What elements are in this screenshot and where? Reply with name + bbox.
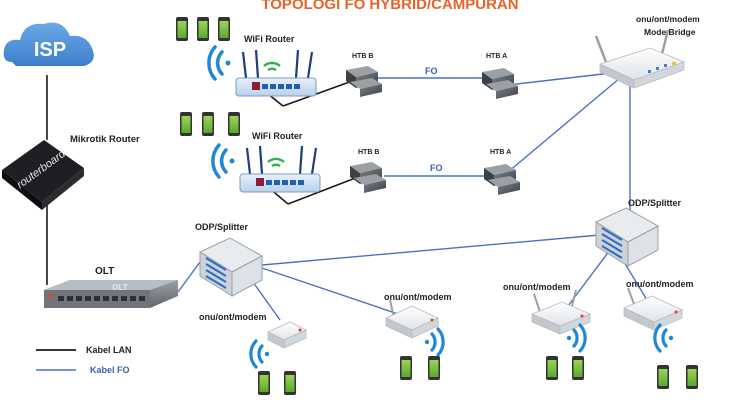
odp-splitter-icon xyxy=(594,207,660,267)
isp-label: ISP xyxy=(34,39,66,61)
wifi-router-icon xyxy=(235,49,317,97)
onu-2-label: onu/ont/modem xyxy=(384,292,452,302)
onu-1-label: onu/ont/modem xyxy=(199,312,267,322)
wifi-signal-icon xyxy=(249,339,270,369)
wifi-signal-icon xyxy=(211,143,235,179)
odp-left-label: ODP/Splitter xyxy=(195,222,249,232)
wifi-signal-icon xyxy=(566,323,587,353)
onu-modem-icon xyxy=(267,321,307,349)
wifi-signal-icon xyxy=(653,323,674,353)
smartphone-icon xyxy=(197,17,209,41)
wifi-router-2-label: WiFi Router xyxy=(252,131,303,141)
odp-splitter-icon xyxy=(198,237,264,297)
legend: Kabel LAN Kabel FO xyxy=(36,345,132,375)
smartphone-icon xyxy=(180,112,192,136)
smartphone-icon xyxy=(546,356,558,380)
mikrotik-router-icon: routerboard xyxy=(2,140,84,210)
phone-group-2 xyxy=(180,112,240,136)
fo-1-label: FO xyxy=(425,66,438,76)
smartphone-icon xyxy=(400,356,412,380)
smartphone-icon xyxy=(218,17,230,41)
smartphone-icon xyxy=(202,112,214,136)
onu-bridge-label-line2: Mode Bridge xyxy=(644,27,696,37)
phone-group-1 xyxy=(176,17,230,41)
smartphone-icon xyxy=(228,112,240,136)
smartphone-icon xyxy=(258,371,270,395)
smartphone-icon xyxy=(428,356,440,380)
smartphone-icon xyxy=(686,365,698,389)
fo-cables xyxy=(177,71,651,321)
odp-right-label: ODP/Splitter xyxy=(628,198,682,208)
onu-4-label: onu/ont/modem xyxy=(626,279,694,289)
phone-group-6 xyxy=(657,365,698,389)
htb-a-1-label: HTB A xyxy=(486,53,507,60)
onu-bridge-label-line1: onu/ont/modem xyxy=(636,14,700,24)
htb-b-1-label: HTB B xyxy=(352,53,373,60)
onu-3-label: onu/ont/modem xyxy=(503,282,571,292)
phone-group-4 xyxy=(400,356,440,380)
smartphone-icon xyxy=(176,17,188,41)
wifi-router-1-label: WiFi Router xyxy=(244,34,295,44)
page-title: TOPOLOGI FO HYBRID/CAMPURAN xyxy=(261,0,518,13)
smartphone-icon xyxy=(657,365,669,389)
onu-modem-icon xyxy=(385,299,439,339)
olt-device-text: OLT xyxy=(112,283,128,292)
onu-modem-icon xyxy=(623,287,683,331)
onu-modem-icon xyxy=(530,289,592,335)
wifi-signal-icon xyxy=(207,45,231,81)
wifi-signal-icon xyxy=(424,327,445,357)
phone-group-5 xyxy=(546,356,584,380)
htb-a-2-label: HTB A xyxy=(490,149,511,156)
fo-2-label: FO xyxy=(430,163,443,173)
htb-b-2-label: HTB B xyxy=(358,149,379,156)
wifi-router-icon xyxy=(239,145,321,193)
mikrotik-label: Mikrotik Router xyxy=(70,134,140,145)
smartphone-icon xyxy=(572,356,584,380)
cloud-icon: ISP xyxy=(3,22,94,66)
media-converter-icon xyxy=(484,164,520,195)
onu-modem-icon xyxy=(594,29,686,89)
legend-fo-label: Kabel FO xyxy=(90,365,130,375)
legend-lan-label: Kabel LAN xyxy=(86,345,132,355)
media-converter-icon xyxy=(346,66,382,97)
phone-group-3 xyxy=(258,371,296,395)
olt-label: OLT xyxy=(95,266,114,277)
media-converter-icon xyxy=(482,68,518,99)
smartphone-icon xyxy=(284,371,296,395)
media-converter-icon xyxy=(350,162,386,193)
olt-device-icon: OLT xyxy=(44,280,178,308)
